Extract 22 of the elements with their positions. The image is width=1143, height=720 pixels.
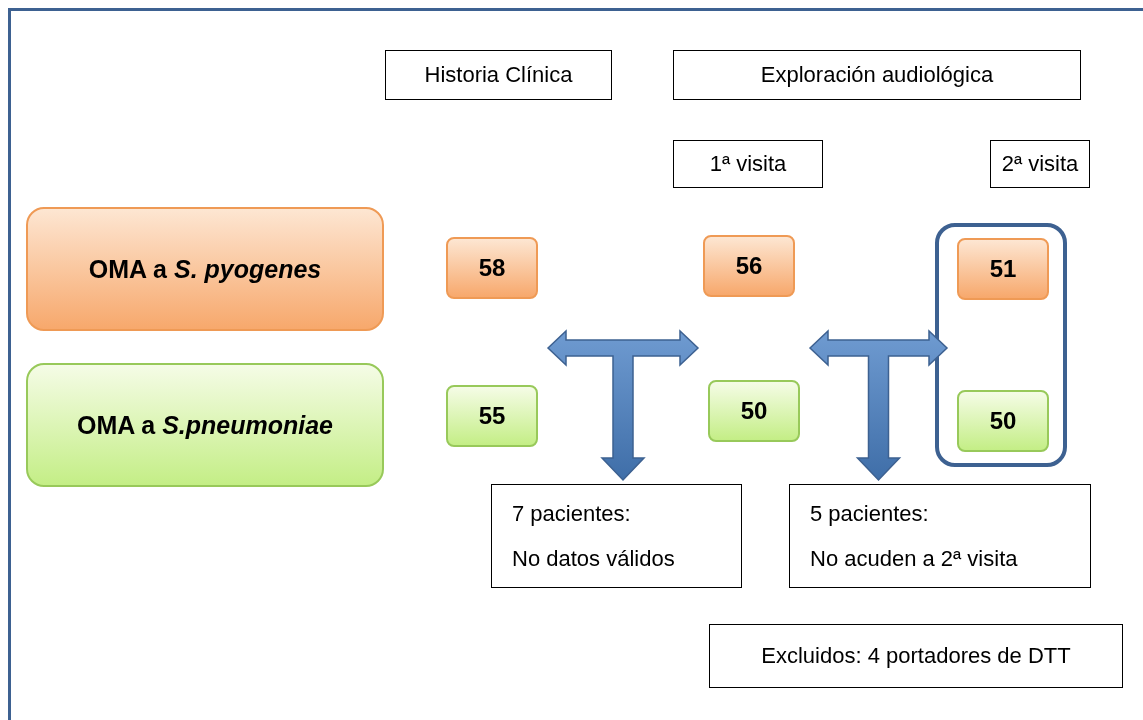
text-box [491, 484, 742, 588]
text-box: Excluidos: 4 portadores de DTT [709, 624, 1123, 688]
count-box: 50 [708, 380, 800, 442]
group-label-box: OMA a S.pneumoniae [26, 363, 384, 487]
count-box: 58 [446, 237, 538, 299]
count-box: 56 [703, 235, 795, 297]
box-text: 7 pacientes: [512, 500, 631, 527]
three-way-arrow [808, 329, 949, 482]
text-box: Exploración audiológica [673, 50, 1081, 100]
group-label-box: OMA a S. pyogenes [26, 207, 384, 331]
group-outline [935, 223, 1067, 467]
three-way-arrow [546, 329, 700, 482]
count-box: 55 [446, 385, 538, 447]
count-box: 51 [957, 238, 1049, 300]
box-text: No datos válidos [512, 545, 675, 572]
text-box: Historia Clínica [385, 50, 612, 100]
text-box: 2ª visita [990, 140, 1090, 188]
box-text: 5 pacientes: [810, 500, 929, 527]
box-text: No acuden a 2ª visita [810, 545, 1018, 572]
text-box [789, 484, 1091, 588]
count-box: 50 [957, 390, 1049, 452]
text-box: 1ª visita [673, 140, 823, 188]
